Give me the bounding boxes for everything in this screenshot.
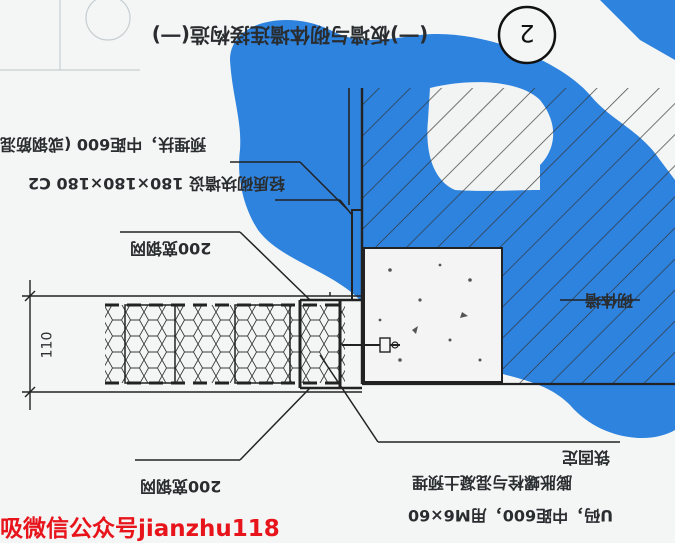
label-tie-column: 轻质砌块墙设 180×180×180 C2 (28, 174, 286, 193)
watermark-text: 吸微信公众号jianzhu118 (0, 516, 280, 542)
label-bolt-line1: 铁固定 (562, 448, 611, 467)
label-mesh-lower: 200宽钢网 (140, 477, 222, 496)
faint-background-drawing (0, 0, 140, 71)
dimension-110 (22, 280, 40, 410)
u-clip-bolt (342, 209, 400, 353)
label-dimension: 110 (39, 331, 56, 359)
leader-lines (120, 161, 640, 461)
drawing-title: (一)板墙与砌体墙连接构造(一) (151, 23, 429, 47)
detail-number: 2 (519, 19, 535, 47)
detail-number-circle (497, 5, 557, 65)
label-bolt-line2: 膨胀螺栓与混凝土预埋 (412, 473, 573, 492)
label-masonry-wall: 砌体墙 (585, 291, 634, 310)
label-mesh-upper: 200宽钢网 (130, 239, 212, 258)
concrete-tie-column (363, 247, 503, 383)
wallboard-panel (40, 292, 362, 393)
label-anchor-bar: 预埋扶，中距600 (或钢筋混 (0, 135, 207, 154)
label-bolt-line3: U码，中距600，用M6×60 (408, 506, 614, 525)
